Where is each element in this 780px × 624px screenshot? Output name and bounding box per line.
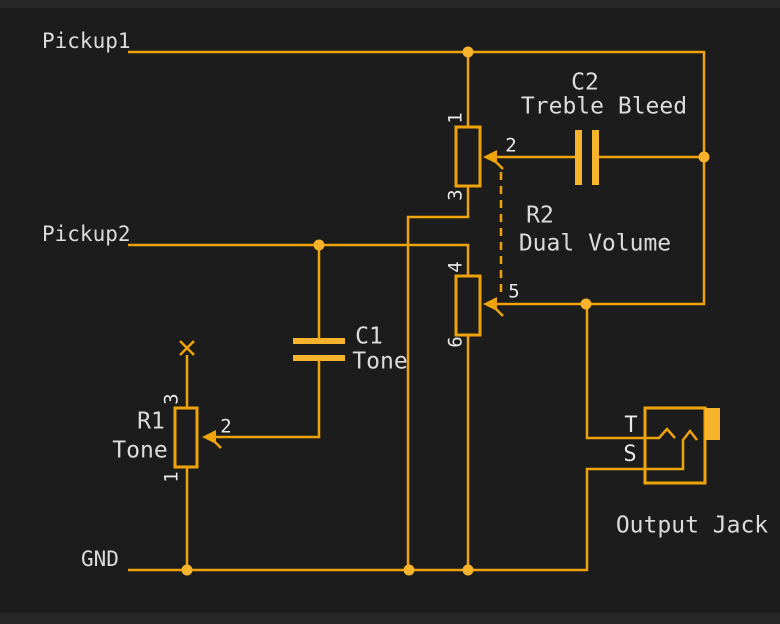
- r2-pin-number-4: 4: [444, 261, 467, 273]
- r2-body-unit-b[interactable]: [454, 274, 482, 337]
- r1-pin-number-2: 2: [220, 415, 232, 438]
- r2-value[interactable]: Dual Volume: [518, 230, 672, 257]
- wire-c1-to-r1-wiper[interactable]: [216, 361, 321, 439]
- r1-wiper-tail: [212, 439, 222, 449]
- output-jack-bushing: [705, 408, 720, 440]
- r2-pin-number-5: 5: [508, 280, 520, 303]
- output-jack-sleeve-contact: [645, 428, 698, 471]
- r1-value[interactable]: Tone: [112, 437, 168, 464]
- junction-dot: [403, 564, 415, 576]
- wire-pickup1-net[interactable]: [128, 50, 706, 306]
- r2-reference[interactable]: R2: [526, 202, 554, 229]
- net-label-pickup2[interactable]: Pickup2: [42, 222, 131, 246]
- junction-dot: [580, 298, 592, 310]
- c2-plate-right[interactable]: [592, 130, 599, 185]
- jack-value[interactable]: Output Jack: [615, 512, 769, 539]
- wire-pickup2-net[interactable]: [128, 243, 470, 276]
- c1-reference[interactable]: C1: [355, 323, 383, 350]
- jack-sleeve-pin-label: S: [623, 442, 637, 467]
- c2-reference[interactable]: C2: [571, 69, 599, 96]
- r1-reference[interactable]: R1: [137, 408, 165, 435]
- c1-value[interactable]: Tone: [352, 348, 408, 375]
- c2-value[interactable]: Treble Bleed: [520, 93, 688, 120]
- r2-pin-number-3: 3: [444, 189, 467, 201]
- r2-pin-number-1: 1: [444, 112, 467, 124]
- jack-tip-pin-label: T: [624, 413, 638, 438]
- net-label-pickup1[interactable]: Pickup1: [42, 29, 131, 53]
- c2-plate-left[interactable]: [575, 130, 582, 185]
- junction-dot: [181, 564, 193, 576]
- r1-pin-number-3: 3: [160, 393, 183, 405]
- c1-plate-top[interactable]: [293, 338, 345, 344]
- wire-r2a-pin3-to-gnd[interactable]: [406, 186, 470, 570]
- bottom-edge-strip: [0, 613, 780, 624]
- wire-gnd-net[interactable]: [128, 467, 645, 572]
- top-edge-strip: [0, 0, 780, 8]
- r2-pin-number-6: 6: [444, 336, 467, 348]
- r2-body-unit-a[interactable]: [454, 125, 482, 188]
- junction-dot: [462, 46, 474, 58]
- junction-dot: [462, 564, 474, 576]
- junction-dot: [313, 239, 325, 251]
- r2-wiper-tail-b: [493, 306, 504, 317]
- no-connect-x-icon[interactable]: [179, 340, 195, 356]
- wire-tip-net[interactable]: [585, 304, 645, 440]
- junction-dot: [698, 151, 710, 163]
- r2-pin-number-2: 2: [505, 134, 517, 157]
- output-jack-tip-contact: [645, 427, 676, 440]
- output-jack-body[interactable]: [643, 406, 707, 485]
- r1-pin-number-1: 1: [160, 471, 183, 483]
- r1-body[interactable]: [173, 406, 199, 469]
- r2-wiper-tail-a: [493, 159, 504, 170]
- net-label-gnd[interactable]: GND: [81, 547, 119, 571]
- c1-plate-bottom[interactable]: [293, 355, 345, 361]
